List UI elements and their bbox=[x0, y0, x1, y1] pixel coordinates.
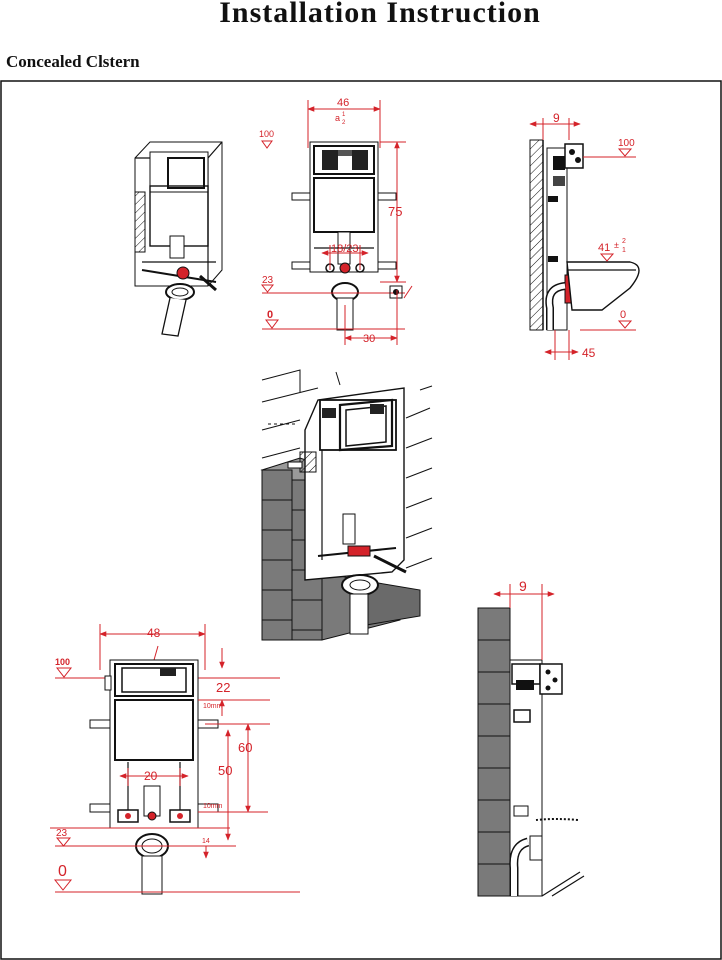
side-depth-dim: 9 bbox=[553, 111, 560, 125]
lower-dim-60: 60 bbox=[238, 740, 252, 755]
side-view-drawing: 9 100 41 ± 2 1 0 45 bbox=[529, 111, 640, 360]
side-bowl-tol-sub: 1 bbox=[622, 247, 626, 254]
lower-level-0: 0 bbox=[58, 863, 67, 880]
front-tolerance-sub: 2 bbox=[342, 120, 346, 126]
side-bowl-tol-sup: 2 bbox=[622, 238, 626, 245]
front-view-drawing: 46 a 1 2 75 18/23 100 23 bbox=[259, 97, 413, 345]
iso-cistern-drawing bbox=[134, 141, 223, 337]
front-inlet-dim: 18/23 bbox=[331, 243, 359, 255]
wall-installation-drawing bbox=[260, 369, 433, 641]
front-level-100: 100 bbox=[259, 129, 274, 139]
front-level-23: 23 bbox=[262, 275, 274, 286]
lower-small-10mm-bottom: 10mm bbox=[203, 803, 223, 810]
side-level-0: 0 bbox=[620, 309, 626, 321]
side-spacing-dim: 45 bbox=[582, 346, 596, 360]
front-tolerance-a: a bbox=[335, 113, 340, 123]
lower-side-view-drawing: 9 bbox=[477, 578, 585, 897]
lower-dim-14: 14 bbox=[202, 838, 210, 845]
diagram-canvas: 46 a 1 2 75 18/23 100 23 bbox=[0, 80, 722, 960]
lower-width-dim: 48 bbox=[147, 626, 161, 640]
lower-dim-22: 22 bbox=[216, 680, 230, 695]
lower-level-23: 23 bbox=[56, 828, 68, 839]
section-title: Concealed Clstern bbox=[6, 52, 140, 71]
drawing-border bbox=[0, 80, 722, 960]
side-level-100: 100 bbox=[618, 138, 635, 149]
front-height-dim: 75 bbox=[388, 204, 402, 219]
lower-front-view-drawing: 48 100 20 22 1 bbox=[50, 624, 300, 895]
front-level-0: 0 bbox=[267, 309, 273, 321]
lower-side-depth-dim: 9 bbox=[519, 578, 527, 594]
lower-inlet-dim: 20 bbox=[144, 769, 158, 783]
page-title: Installation Instruction bbox=[219, 0, 541, 29]
side-bowl-dim: 41 bbox=[598, 242, 610, 254]
front-tolerance-sup: 1 bbox=[342, 112, 346, 118]
lower-level-100: 100 bbox=[55, 657, 70, 667]
lower-small-10mm-top: 10mm bbox=[203, 703, 223, 710]
svg-text:±: ± bbox=[614, 240, 619, 250]
front-width-dim: 46 bbox=[337, 97, 349, 109]
lower-dim-50: 50 bbox=[218, 763, 232, 778]
front-offset-dim: 30 bbox=[363, 333, 375, 345]
